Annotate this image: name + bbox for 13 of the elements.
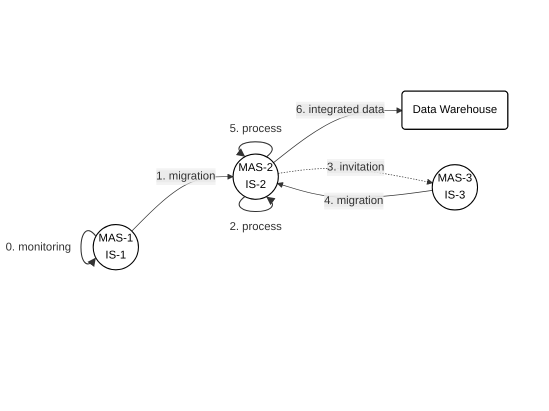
loop-arrow bbox=[80, 230, 96, 267]
node-circle bbox=[232, 154, 279, 200]
node-circle bbox=[432, 164, 478, 210]
edge-label: 0. monitoring bbox=[6, 242, 72, 254]
edge-label: 4. migration bbox=[324, 194, 384, 207]
edge-label: 5. process bbox=[230, 122, 282, 135]
edge-label: 6. integrated data bbox=[296, 104, 384, 116]
edge-label: 1. migration bbox=[156, 170, 216, 182]
loop-arrow bbox=[238, 196, 276, 212]
loop-arrow bbox=[236, 141, 273, 158]
edge-label: 2. process bbox=[230, 220, 282, 233]
edge-label: 3. invitation bbox=[327, 161, 384, 174]
node-circle bbox=[92, 224, 139, 270]
